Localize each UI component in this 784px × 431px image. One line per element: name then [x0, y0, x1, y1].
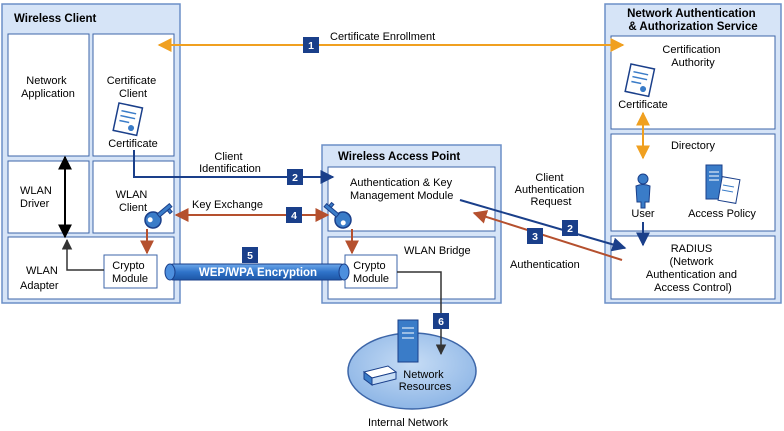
auth-service-panel: Network Authentication & Authorization S… [604, 3, 782, 304]
svg-text:4: 4 [291, 210, 297, 222]
authentication-arrow [472, 210, 623, 261]
key-icon [144, 202, 173, 229]
server-icon [397, 319, 419, 363]
ap-crypto-module-box [344, 254, 398, 289]
svg-text:5: 5 [247, 250, 253, 262]
radius-label: RADIUS (Network Authentication and Acces… [646, 243, 740, 294]
svg-text:2: 2 [292, 172, 298, 184]
user-label: User [631, 208, 655, 220]
ap-crypto-module-label: Crypto Module [353, 260, 389, 285]
certificate-enrollment-label: Certificate Enrollment [330, 31, 435, 43]
client-certificate-label: Certificate [108, 138, 158, 150]
wlan-driver-label: WLAN Driver [20, 185, 55, 210]
key-icon [323, 201, 352, 229]
step-badge-6: 6 [433, 313, 449, 329]
auth-service-title: Network Authentication & Authorization S… [627, 8, 759, 33]
authentication-label: Authentication [510, 259, 580, 271]
wlan-adapter-label: WLAN Adapter [20, 265, 61, 292]
ca-certificate-label: Certificate [618, 99, 668, 111]
wireless-client-title: Wireless Client [14, 13, 97, 25]
wlan-client-label: WLAN Client [116, 189, 151, 214]
access-point-title: Wireless Access Point [338, 151, 460, 163]
encryption-label: WEP/WPA Encryption [199, 267, 317, 279]
step-badge-4: 4 [286, 207, 302, 223]
client-crypto-module-label: Crypto Module [112, 260, 148, 285]
client-identification-label: Client Identification [199, 151, 261, 175]
svg-text:2: 2 [567, 223, 573, 235]
certificate-icon [624, 63, 656, 98]
adapter-crypto-arrow [61, 238, 104, 271]
step-badge-5: 5 [242, 247, 258, 263]
wlan-bridge-label: WLAN Bridge [404, 245, 471, 257]
network-resources-label: Network Resources [399, 369, 452, 393]
storage-icon [362, 365, 398, 386]
access-policy-icon [705, 164, 741, 204]
step-badge-3: 3 [527, 228, 543, 244]
auth-key-module-label: Authentication & Key Management Module [350, 177, 455, 202]
svg-text:6: 6 [438, 316, 444, 328]
wireless-client-panel: Wireless Client Network Application Cert… [1, 3, 181, 304]
auth-key-module-box [327, 166, 496, 232]
radius-box [610, 235, 776, 300]
encryption-tunnel: WEP/WPA Encryption [164, 263, 350, 281]
certificate-icon [112, 102, 144, 137]
step-badge-2: 2 [287, 169, 303, 185]
network-application-label: Network Application [21, 75, 75, 100]
internal-network: Network Resources Internal Network [347, 319, 477, 429]
access-point-panel: Wireless Access Point Authentication & K… [321, 144, 502, 304]
svg-text:3: 3 [532, 231, 538, 243]
network-application-box [7, 33, 90, 157]
certificate-client-label: Certificate Client [107, 75, 160, 100]
key-exchange-label: Key Exchange [192, 199, 263, 211]
client-auth-request-label: Client Authentication Request [515, 172, 588, 208]
client-identification-arrow [133, 150, 335, 184]
certification-authority-label: Certification Authority [662, 44, 723, 69]
client-auth-request-arrow [459, 199, 627, 252]
wlan-driver-box [7, 160, 90, 234]
user-icon [635, 173, 651, 209]
directory-label: Directory [671, 140, 716, 152]
step-badge-1: 1 [303, 37, 319, 53]
client-crypto-module-box [103, 254, 158, 289]
internal-network-label: Internal Network [368, 417, 449, 429]
step-badge-2: 2 [562, 220, 578, 236]
certificate-client-box [92, 33, 175, 157]
access-policy-label: Access Policy [688, 208, 756, 220]
svg-text:1: 1 [308, 40, 314, 52]
